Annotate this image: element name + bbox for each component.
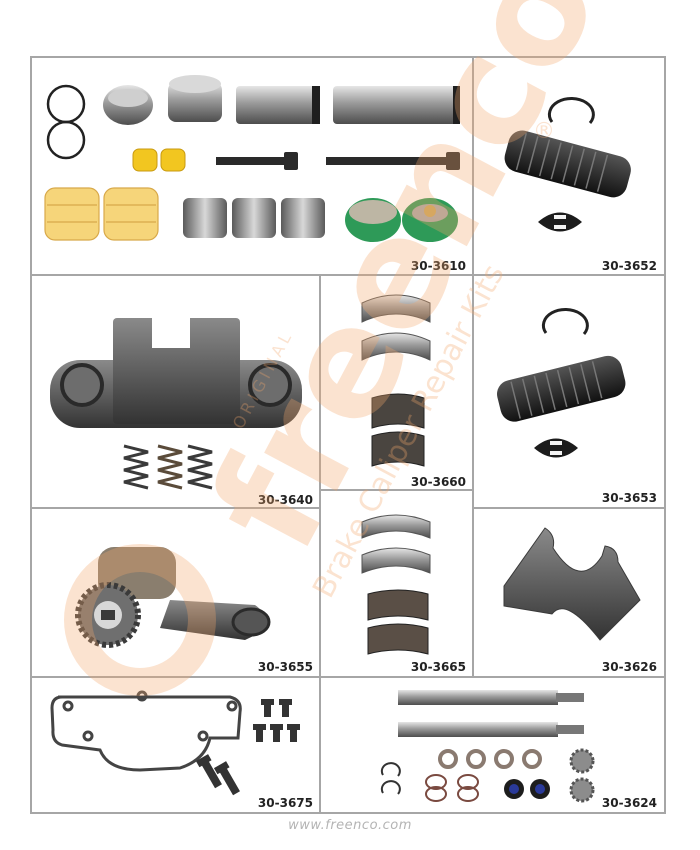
kit-code-label: 30-3624 [602,796,657,810]
kit-cell-3655[interactable]: 30-3655 [75,547,313,674]
rubber-cap [504,779,550,799]
watermark-registered: ® [533,119,555,144]
gasket [50,690,242,772]
bolt [195,699,300,796]
saddle-bearing [503,527,641,641]
circlip-ring [380,762,401,795]
coil-spring [123,444,213,490]
gear-wheel [569,748,595,803]
kit-code-label: 30-3655 [258,660,313,674]
kit-cell-3675[interactable]: 30-3675 [50,690,313,810]
kit-cell-3610[interactable]: 30-3610 [44,75,466,273]
kit-cell-3640[interactable]: 30-3640 [50,318,313,507]
bridge-casting [50,318,302,428]
kit-code-label: 30-3660 [411,475,466,489]
bolt [216,152,460,170]
grid-frame [30,56,666,814]
kit-cell-3626[interactable]: 30-3626 [503,527,657,674]
cross-washer [538,212,582,232]
kit-cell-3652[interactable]: 30-3652 [501,96,657,273]
cross-washer [534,438,578,458]
watermark-swirl [64,544,216,696]
spring-ring [425,774,479,802]
yellow-plug [132,148,186,172]
snap-ring [547,96,595,124]
needle-bearing [367,589,429,655]
kit-code-label: 30-3675 [258,796,313,810]
kit-cell-3665[interactable]: 30-3665 [361,514,466,674]
kit-code-label: 30-3665 [411,660,466,674]
website-footer[interactable]: www.freenco.com [288,818,412,833]
circlip-ring [46,84,86,160]
needle-bearing [371,393,425,467]
cap-small [103,85,153,125]
bearing-shell [361,294,431,361]
bearing-shell [361,514,431,574]
kit-code-label: 30-3640 [258,493,313,507]
rubber-bellows [504,130,631,198]
bushing [183,198,325,238]
kit-code-label: 30-3610 [411,259,466,273]
kit-cell-3660[interactable]: 30-3660 [361,294,466,489]
kit-code-label: 30-3652 [602,259,657,273]
adjuster-shaft [398,690,584,737]
kit-code-label: 30-3653 [602,491,657,505]
seal-green [345,198,458,242]
kit-cell-3653[interactable]: 30-3653 [494,307,657,505]
guide-pin-short [236,86,318,124]
cap-large [168,75,222,122]
guide-pin-long [333,86,457,124]
washer [438,749,542,769]
kit-cell-3624[interactable]: 30-3624 [380,690,657,810]
snap-ring [541,307,589,335]
lever-shaft [75,547,271,648]
rubber-bellows [497,355,626,422]
kit-code-label: 30-3626 [602,660,657,674]
yellow-bellows [44,187,159,241]
